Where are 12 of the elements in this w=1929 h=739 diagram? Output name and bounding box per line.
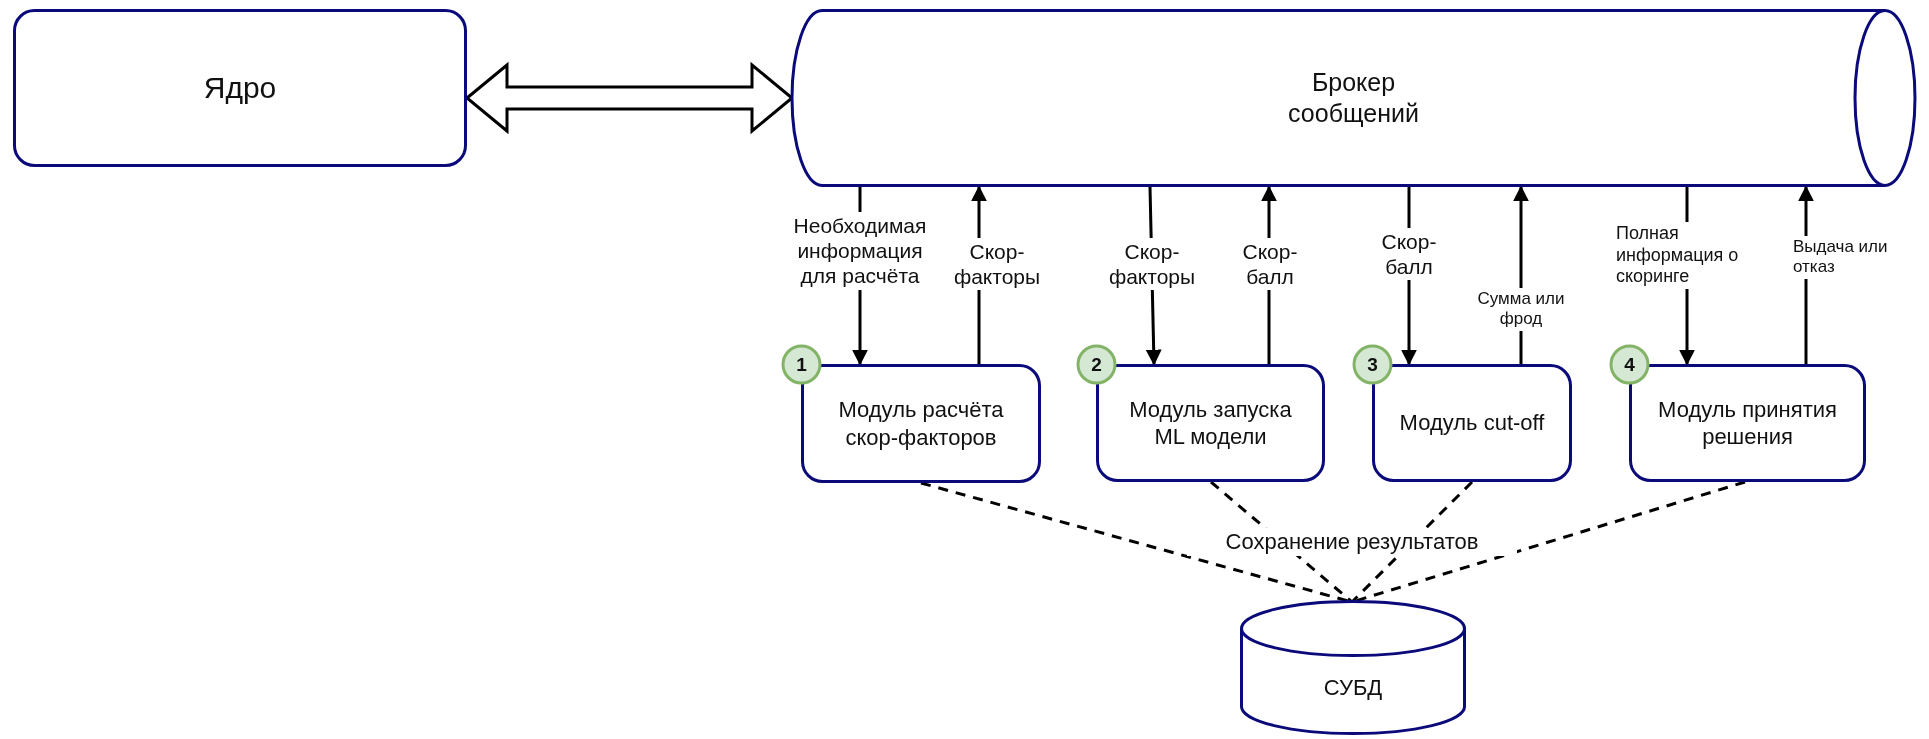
node-label: Брокер сообщений (1287, 66, 1420, 129)
step-number: 4 (1624, 352, 1635, 377)
node-label: Модуль cut-off (1399, 409, 1545, 437)
step-number: 2 (1091, 352, 1102, 377)
node-label: Ядро (203, 70, 277, 107)
step-number: 1 (796, 352, 807, 377)
node-label: Модуль принятия решения (1657, 395, 1838, 451)
node-label: СУБД (1323, 673, 1383, 702)
node-label: Модуль расчёта скор-факторов (837, 396, 1005, 451)
step-number: 3 (1367, 352, 1378, 377)
annotation-label: Сохранение результатов (1187, 528, 1517, 557)
node-label: Модуль запуска ML модели (1128, 395, 1293, 451)
